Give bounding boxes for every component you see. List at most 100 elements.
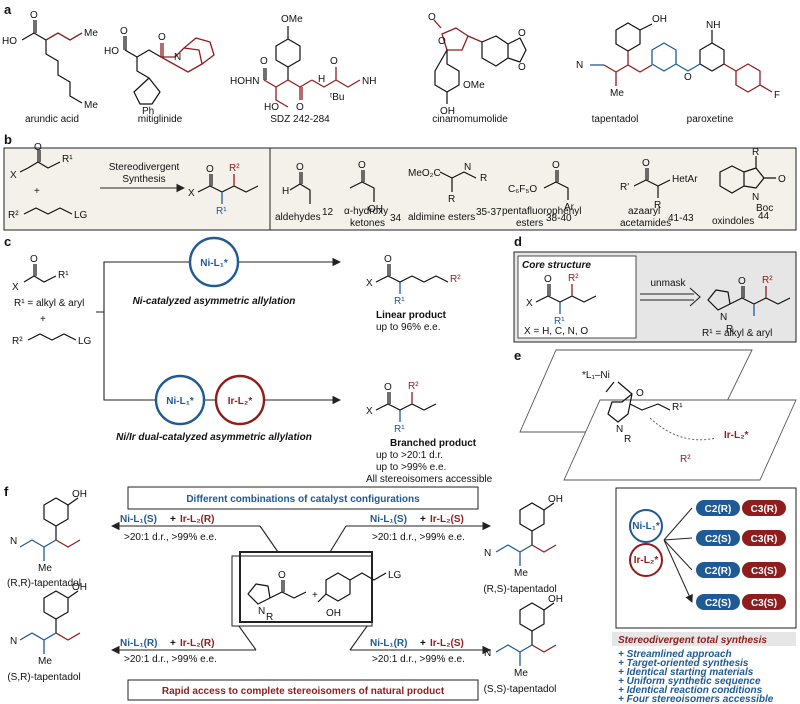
svg-text:HO: HO xyxy=(2,36,17,47)
panel-c-reactants: X O R¹ R¹ = alkyl & aryl + R² LG xyxy=(12,254,92,347)
svg-text:O: O xyxy=(552,160,560,171)
compound-label-sdz: SDZ 242-284 xyxy=(270,114,330,125)
svg-text:O: O xyxy=(428,12,436,23)
svg-text:>20:1 d.r., >99% e.e.: >20:1 d.r., >99% e.e. xyxy=(372,532,465,543)
svg-text:F: F xyxy=(774,90,780,101)
svg-text:R²: R² xyxy=(229,163,240,174)
combination-pills: C2(R) C3(R) C2(S) C3(R) C2(R) C3(S) C2(S… xyxy=(696,500,786,610)
svg-text:X: X xyxy=(526,298,533,309)
panel-b-reactants: X O R¹ + R² LG xyxy=(8,142,88,221)
svg-text:*L₁–Ni: *L₁–Ni xyxy=(582,370,610,381)
svg-text:Ni-L₁(R): Ni-L₁(R) xyxy=(120,638,157,649)
svg-text:O: O xyxy=(636,388,644,399)
compound-label-mitiglinide: mitiglinide xyxy=(138,114,183,125)
svg-text:O: O xyxy=(384,382,392,393)
sr-tapentadol-label: (S,R)-tapentadol xyxy=(7,672,80,683)
tapentadol-rr-structure: OH N Me xyxy=(10,489,87,574)
svg-text:O: O xyxy=(34,142,42,153)
svg-text:NH: NH xyxy=(362,76,376,87)
svg-text:+: + xyxy=(420,514,426,525)
svg-text:H: H xyxy=(282,186,289,197)
svg-text:Boc: Boc xyxy=(756,203,773,214)
svg-text:+: + xyxy=(312,590,318,601)
svg-text:Ph: Ph xyxy=(142,106,154,117)
svg-text:R¹: R¹ xyxy=(672,402,683,413)
svg-text:R²: R² xyxy=(762,275,773,286)
tapentadol-rs-structure: OH N Me xyxy=(484,494,563,579)
svg-text:Ir-L₂(S): Ir-L₂(S) xyxy=(430,638,464,649)
svg-text:O: O xyxy=(438,36,446,47)
svg-text:Ni-L₁(S): Ni-L₁(S) xyxy=(120,514,157,525)
svg-text:X: X xyxy=(10,170,17,181)
ir-cycle-f xyxy=(629,543,663,577)
svg-text:X: X xyxy=(188,188,195,199)
panel-label-a: a xyxy=(4,2,12,17)
svg-text:R¹: R¹ xyxy=(554,316,565,327)
ni-catalytic-cycle-top xyxy=(188,236,240,288)
ni-catalyst-label-bottom: Ni-L₁* xyxy=(166,396,194,407)
svg-text:aldimine esters: aldimine esters xyxy=(408,212,475,223)
unmask-arrow xyxy=(640,287,701,307)
r1-definition-c: R¹ = alkyl & aryl xyxy=(14,298,84,309)
svg-text:R²: R² xyxy=(12,336,23,347)
svg-text:O: O xyxy=(158,32,166,43)
svg-text:X: X xyxy=(366,278,373,289)
svg-text:LG: LG xyxy=(388,570,402,581)
svg-text:Ir-L₂(R): Ir-L₂(R) xyxy=(180,638,214,649)
svg-text:C₆F₅O: C₆F₅O xyxy=(508,184,537,195)
svg-text:12: 12 xyxy=(322,207,334,218)
svg-text:C3(S): C3(S) xyxy=(751,566,777,577)
ir-label-e: Ir-L₂* xyxy=(724,430,749,441)
svg-text:34: 34 xyxy=(390,213,402,224)
branched-product-dr: up to >20:1 d.r. xyxy=(376,450,443,461)
svg-text:C2(S): C2(S) xyxy=(705,534,731,545)
svg-text:X: X xyxy=(366,406,373,417)
svg-text:OH: OH xyxy=(72,489,87,500)
ni-cycle-f xyxy=(629,509,663,543)
svg-text:>20:1 d.r., >99% e.e.: >20:1 d.r., >99% e.e. xyxy=(124,532,217,543)
cinamomumolide-structure: O O O O OH OMe xyxy=(428,12,527,117)
reaction-label-1: Stereodivergent xyxy=(109,162,180,173)
svg-text:Me: Me xyxy=(84,28,98,39)
core-structure-title: Core structure xyxy=(522,260,591,271)
svg-text:O: O xyxy=(330,56,338,67)
svg-text:R¹: R¹ xyxy=(62,154,73,165)
svg-text:35-37: 35-37 xyxy=(476,207,502,218)
panel-label-f: f xyxy=(4,484,9,499)
condition-2: Ni-L₁(S) + Ir-L₂(S) >20:1 d.r., >99% e.e… xyxy=(329,514,492,553)
condition-1: Ni-L₁(S) + Ir-L₂(R) >20:1 d.r., >99% e.e… xyxy=(110,514,279,553)
reaction-label-2: Synthesis xyxy=(122,174,165,185)
panel-label-c: c xyxy=(4,234,11,249)
svg-text:R¹: R¹ xyxy=(394,296,405,307)
branched-product-note: All stereoisomers accessible xyxy=(366,474,493,485)
bottom-banner: Rapid access to complete stereoisomers o… xyxy=(162,686,445,697)
svg-text:R¹: R¹ xyxy=(394,424,405,435)
bottom-reaction-title: Ni/Ir dual-catalyzed asymmetric allylati… xyxy=(116,432,312,443)
svg-text:C3(R): C3(R) xyxy=(751,534,778,545)
r1-definition-d: R¹ = alkyl & aryl xyxy=(702,328,772,339)
svg-text:R: R xyxy=(654,200,661,211)
svg-text:R²: R² xyxy=(680,454,691,465)
svg-text:Ir-L₂(R): Ir-L₂(R) xyxy=(180,514,214,525)
condition-3: Ni-L₁(R) + Ir-L₂(R) >20:1 d.r., >99% e.e… xyxy=(110,621,257,665)
starting-materials-box xyxy=(231,555,373,627)
unmask-label: unmask xyxy=(650,278,686,289)
svg-text:R¹: R¹ xyxy=(216,206,227,217)
svg-text:R': R' xyxy=(620,182,629,193)
svg-text:Ni-L₁(R): Ni-L₁(R) xyxy=(370,638,407,649)
svg-text:O: O xyxy=(544,274,552,285)
svg-text:R: R xyxy=(448,194,455,205)
panel-b-product: X O R² R¹ xyxy=(188,163,259,217)
sdz-242-284-structure: OMe HOHN O HO O H O ᵗBu NH xyxy=(230,14,376,113)
svg-text:NH: NH xyxy=(706,20,720,31)
svg-text:+: + xyxy=(170,638,176,649)
summary-title: Stereodivergent total synthesis xyxy=(618,635,767,646)
substrate-scope-box xyxy=(269,147,797,231)
rr-tapentadol-label: (R,R)-tapentadol xyxy=(7,578,81,589)
svg-text:R: R xyxy=(752,147,759,158)
svg-text:N: N xyxy=(10,636,17,647)
svg-text:C2(R): C2(R) xyxy=(705,566,732,577)
svg-text:O: O xyxy=(296,102,304,113)
linear-product-ee: up to 96% e.e. xyxy=(376,322,441,333)
svg-text:R: R xyxy=(266,612,273,623)
